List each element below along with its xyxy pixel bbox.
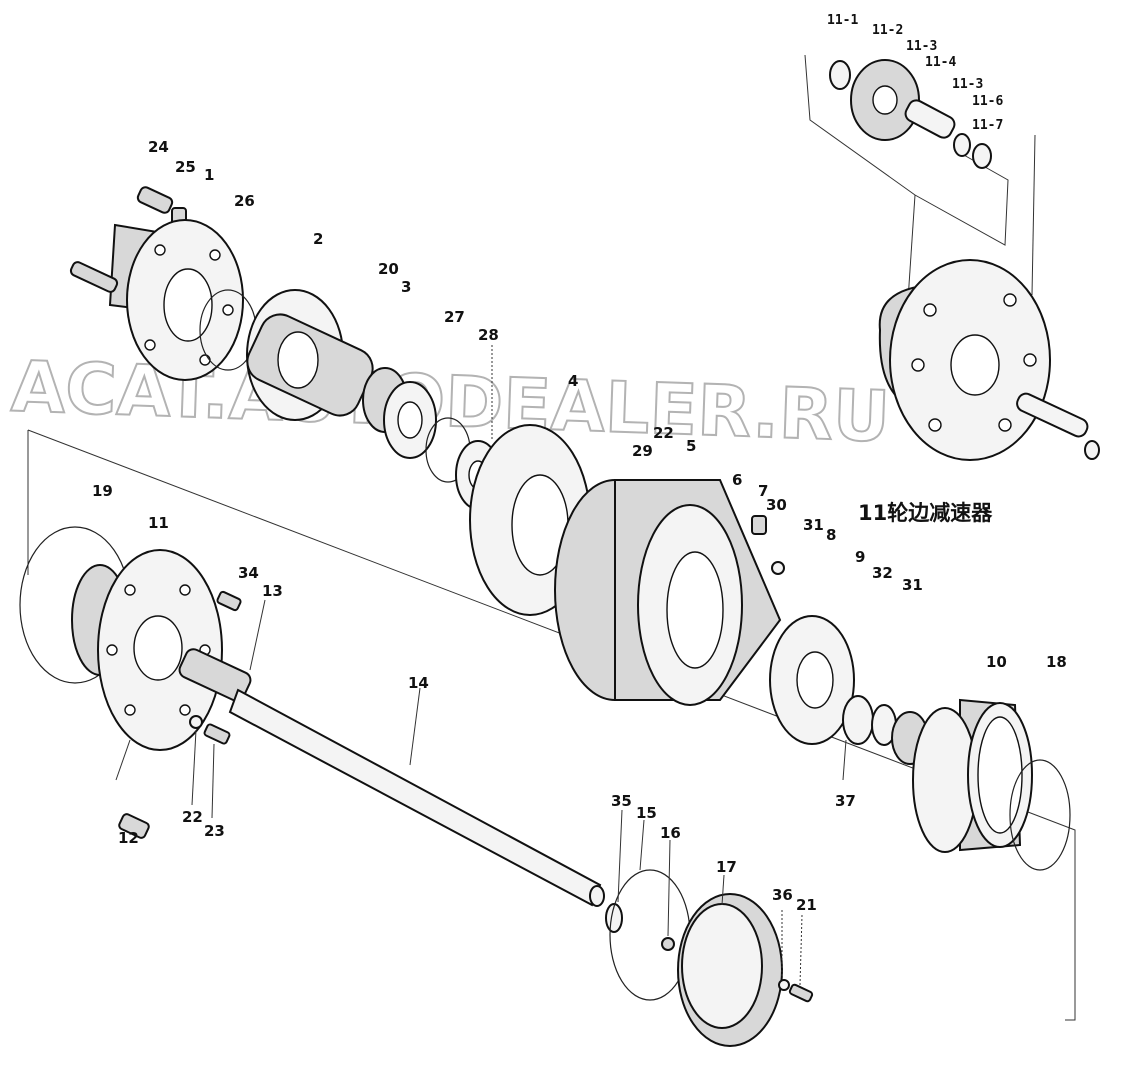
label-34: 34 <box>238 564 259 582</box>
label-22a: 22 <box>653 424 674 442</box>
label-10: 10 <box>986 653 1007 671</box>
label-37: 37 <box>835 792 856 810</box>
label-11-4: 11-4 <box>925 55 956 70</box>
wheel-spindle-1: 1 <box>69 166 244 381</box>
label-11-7: 11-7 <box>972 118 1003 133</box>
label-31a: 31 <box>803 516 824 534</box>
planet-pin <box>1016 392 1089 438</box>
label-25: 25 <box>175 158 196 176</box>
label-36: 36 <box>772 886 793 904</box>
label-23: 23 <box>204 822 225 840</box>
bolts-6-7-30-31: 6 7 30 31 <box>732 471 824 575</box>
label-15: 15 <box>636 804 657 822</box>
bolt-34: 34 <box>216 564 259 612</box>
label-6: 6 <box>732 471 742 489</box>
label-11-2: 11-2 <box>872 23 903 38</box>
label-7: 7 <box>758 482 768 500</box>
label-19: 19 <box>92 482 113 500</box>
label-18: 18 <box>1046 653 1067 671</box>
label-8: 8 <box>826 526 836 544</box>
label-4: 4 <box>568 372 578 390</box>
label-11-3a: 11-3 <box>906 39 937 54</box>
label-11-1: 11-1 <box>827 13 858 28</box>
label-29: 29 <box>632 442 653 460</box>
watermark: ACAT.AUTODEALER.RU <box>10 345 891 458</box>
wheel-hub-5: 29 22 5 <box>554 424 782 706</box>
bolt-21-washer-36: 36 21 <box>772 886 817 1003</box>
label-31b: 31 <box>902 576 923 594</box>
label-13: 13 <box>262 582 283 600</box>
assembly-boundary-line <box>27 429 1076 1021</box>
label-21: 21 <box>796 896 817 914</box>
label-11-6: 11-6 <box>972 94 1003 109</box>
label-35: 35 <box>611 792 632 810</box>
label-5: 5 <box>686 437 696 455</box>
hub-2: 2 <box>246 230 374 421</box>
pin-clip <box>1084 440 1100 460</box>
spacer-11-6 <box>953 133 971 157</box>
bolts-12-22-23: 12 22 23 <box>115 715 231 847</box>
bolts-24-25: 24 25 <box>136 138 196 227</box>
label-16: 16 <box>660 824 681 842</box>
label-1: 1 <box>204 166 214 184</box>
ring-gear-10: 10 <box>912 653 1033 853</box>
label-11: 11 <box>148 514 169 532</box>
planet-gear-subassembly: 11-1 11-2 11-3 11-4 11-3 11-6 11-7 <box>804 13 1009 246</box>
label-11-3b: 11-3 <box>952 77 983 92</box>
snap-ring-18: 18 <box>1009 653 1071 871</box>
label-27: 27 <box>444 308 465 326</box>
label-30: 30 <box>766 496 787 514</box>
label-28: 28 <box>478 326 499 344</box>
subassembly-frame <box>804 54 1009 246</box>
label-17: 17 <box>716 858 737 876</box>
label-32: 32 <box>872 564 893 582</box>
label-22b: 22 <box>182 808 203 826</box>
label-26: 26 <box>234 192 255 210</box>
label-20: 20 <box>378 260 399 278</box>
diagram-title: 11轮边减速器 <box>858 501 993 525</box>
shaft-icon: 13 14 <box>178 582 605 907</box>
label-9: 9 <box>855 548 865 566</box>
label-3: 3 <box>401 278 411 296</box>
label-2: 2 <box>313 230 323 248</box>
end-cover-17: 35 15 16 17 <box>605 792 783 1047</box>
washer-11-7 <box>972 143 992 169</box>
label-24: 24 <box>148 138 169 156</box>
bearing-3-seal-20: 20 3 <box>362 260 437 459</box>
planet-carrier-flange <box>878 134 1100 461</box>
label-12: 12 <box>118 829 139 847</box>
needle-bearing-11-4 <box>904 99 956 139</box>
washer-11-1 <box>829 60 851 90</box>
planet-carrier-11: 11 <box>71 514 223 751</box>
ring-gear-hub-8: 8 <box>769 526 855 745</box>
label-14: 14 <box>408 674 429 692</box>
